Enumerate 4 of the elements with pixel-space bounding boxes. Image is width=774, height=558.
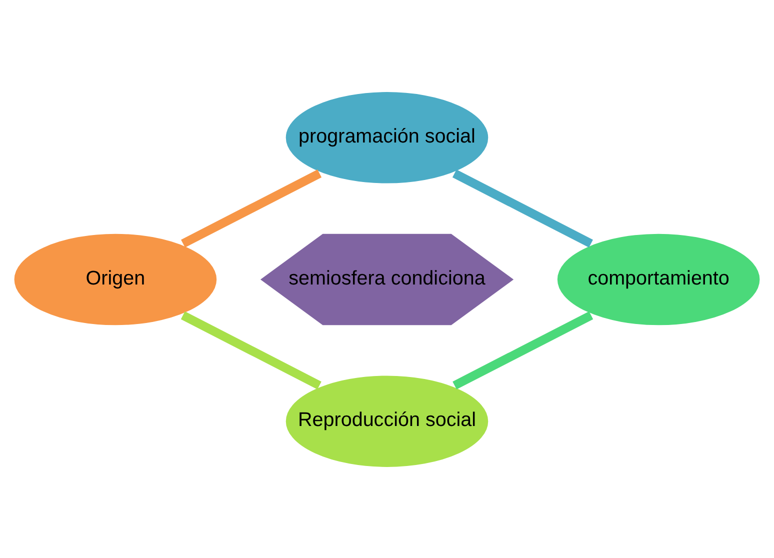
connector <box>452 310 594 389</box>
connector <box>452 169 593 248</box>
connector <box>181 169 322 248</box>
connector <box>180 310 322 389</box>
